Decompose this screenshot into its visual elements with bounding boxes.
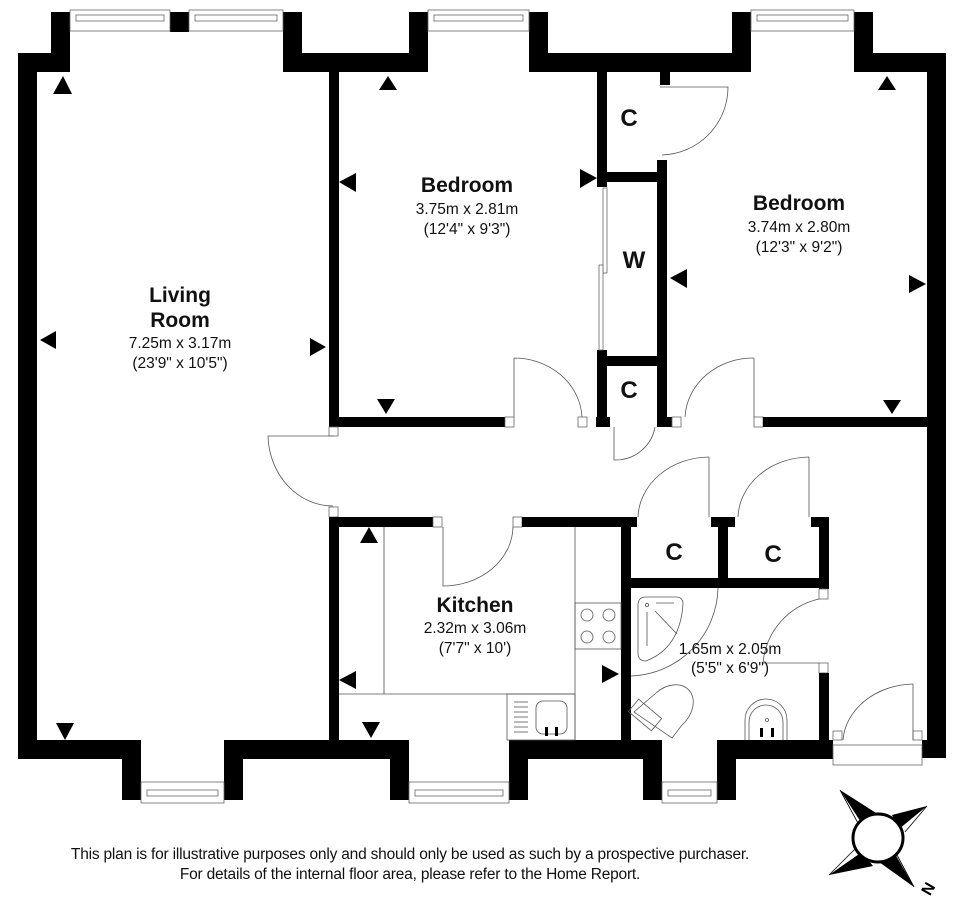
room-labels: Living Room 7.25m x 3.17m (23'9" x 10'5"…: [129, 105, 851, 677]
bedroom-2-name: Bedroom: [753, 192, 845, 215]
kitchen-metric: 2.32m x 3.06m: [424, 620, 527, 637]
door-swings: [267, 86, 914, 741]
shower-icon: [637, 596, 684, 662]
living-room-name-2: Room: [150, 309, 210, 332]
arrow-left-icon: [339, 671, 356, 689]
arrow-down-icon: [56, 723, 74, 740]
bathroom-metric: 1.65m x 2.05m: [679, 641, 782, 658]
kitchen-name: Kitchen: [436, 594, 513, 617]
arrow-right-icon: [602, 665, 619, 683]
arrow-down-icon: [362, 722, 380, 738]
living-room-name-1: Living: [149, 284, 211, 307]
compass-icon: N: [828, 789, 940, 899]
bedroom-1-name: Bedroom: [421, 174, 513, 197]
arrow-right-icon: [909, 275, 926, 293]
toilet-icon: [627, 684, 694, 739]
bedroom-1-imperial: (12'4" x 9'3"): [424, 221, 511, 238]
exterior-walls: [18, 12, 946, 800]
arrow-up-icon: [878, 76, 896, 90]
interior-walls: [328, 72, 927, 741]
cupboard-mid-label: C: [620, 377, 637, 404]
arrow-right-icon: [580, 169, 597, 188]
compass-north-label: N: [919, 880, 940, 899]
arrow-down-icon: [883, 400, 901, 414]
cupboard-hall-left-label: C: [665, 539, 682, 566]
living-room-imperial: (23'9" x 10'5"): [132, 355, 227, 372]
disclaimer-line-2: For details of the internal floor area, …: [179, 866, 641, 883]
bathroom-fixtures: [627, 596, 788, 740]
basin-icon: [744, 698, 788, 740]
windows: [69, 9, 923, 804]
bedroom-1-metric: 3.75m x 2.81m: [416, 201, 519, 218]
living-room-metric: 7.25m x 3.17m: [129, 335, 232, 352]
arrow-right-icon: [310, 338, 326, 356]
kitchen-imperial: (7'7" x 10'): [439, 640, 512, 657]
wardrobe-label: W: [623, 247, 646, 274]
cupboard-hall-right-label: C: [764, 541, 781, 568]
arrow-left-icon: [40, 331, 56, 349]
arrow-up-icon: [53, 76, 72, 94]
sink-icon: [514, 700, 568, 736]
arrow-up-icon: [379, 76, 397, 90]
cupboard-top-label: C: [620, 105, 637, 132]
arrow-up-icon: [360, 527, 378, 543]
arrow-down-icon: [377, 399, 395, 414]
hob-icon: [574, 602, 622, 650]
disclaimer-line-1: This plan is for illustrative purposes o…: [70, 846, 750, 863]
view-arrows: [40, 76, 926, 740]
bedroom-2-imperial: (12'3" x 9'2"): [756, 239, 843, 256]
arrow-left-icon: [339, 173, 356, 192]
arrow-left-icon: [670, 269, 687, 288]
bedroom-2-metric: 3.74m x 2.80m: [748, 219, 851, 236]
bathroom-imperial: (5'5" x 6'9"): [691, 660, 769, 677]
kitchen-fixtures: [339, 527, 622, 741]
